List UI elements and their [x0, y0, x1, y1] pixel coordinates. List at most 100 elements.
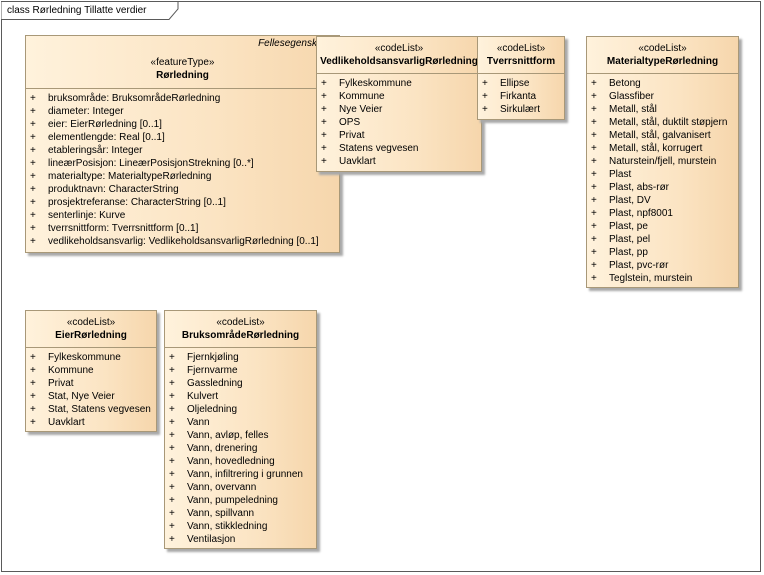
attribute-text: tverrsnittform: Tverrsnittform [0..1] [48, 223, 199, 234]
visibility-public-icon: + [169, 430, 175, 441]
visibility-public-icon: + [321, 156, 327, 167]
attribute-row: +Kommune [30, 364, 156, 377]
attribute-text: Kommune [339, 91, 385, 102]
visibility-public-icon: + [30, 223, 36, 234]
visibility-public-icon: + [169, 378, 175, 389]
attribute-row: +Statens vegvesen [321, 142, 481, 155]
frame-tab-shape [1, 1, 179, 20]
attribute-row: +elementlengde: Real [0..1] [30, 131, 339, 144]
attribute-text: Vann, infiltrering i grunnen [187, 469, 303, 480]
attribute-text: Ventilasjon [187, 534, 236, 545]
attribute-list: +bruksområde: BruksområdeRørledning+diam… [30, 92, 339, 248]
visibility-public-icon: + [169, 456, 175, 467]
class-stereotype: «codeList» [66, 317, 116, 328]
attribute-row: +Vann, overvann [169, 481, 316, 494]
attribute-row: +Plast, DV [591, 194, 738, 207]
attribute-row: + Gassledning [169, 377, 316, 390]
visibility-public-icon: + [30, 93, 36, 104]
class-name: VedlikeholdsansvarligRørledning [320, 56, 478, 67]
visibility-public-icon: + [591, 130, 597, 141]
visibility-public-icon: + [169, 482, 175, 493]
attribute-text: Plast, pvc-rør [609, 260, 669, 271]
attribute-list: +Betong+Glassfiber+Metall, stål+Metall, … [591, 77, 738, 285]
attribute-row: +Betong [591, 77, 738, 90]
attribute-text: Kulvert [187, 391, 219, 402]
attribute-text: Gassledning [187, 378, 243, 389]
attribute-text: Vann [187, 417, 210, 428]
visibility-public-icon: + [591, 273, 597, 284]
attribute-text: Ellipse [500, 78, 530, 89]
attribute-text: produktnavn: CharacterString [48, 184, 179, 195]
attribute-row: +Ventilasjon [169, 533, 316, 546]
attribute-row: +vedlikeholdsansvarlig: Vedlikeholdsansv… [30, 235, 339, 248]
class-stereotype: «codeList» [496, 43, 546, 54]
attribute-text: Privat [48, 378, 74, 389]
visibility-public-icon: + [591, 104, 597, 115]
visibility-public-icon: + [169, 404, 175, 415]
class-bruksomrade[interactable]: «codeList» BruksområdeRørledning +Fjernk… [164, 310, 317, 549]
attribute-row: +Plast [591, 168, 738, 181]
class-rorledning[interactable]: Fellesegenskaper «featureType» Rørlednin… [25, 35, 340, 253]
class-stereotype: «codeList» [216, 317, 265, 328]
class-eier[interactable]: «codeList» EierRørledning +Fylkeskommune… [25, 310, 157, 432]
attribute-text: Metall, stål, korrugert [609, 143, 703, 154]
visibility-public-icon: + [482, 78, 488, 89]
attribute-text: Firkanta [500, 91, 537, 102]
attribute-text: Plast [609, 169, 632, 180]
attribute-text: Vann, stikkledning [187, 521, 268, 532]
attribute-row: +Glassfiber [591, 90, 738, 103]
attribute-row: +Firkanta [482, 90, 564, 103]
attribute-row: + Vann [169, 416, 316, 429]
attribute-row: +Teglstein, murstein [591, 272, 738, 285]
visibility-public-icon: + [591, 78, 597, 89]
visibility-public-icon: + [30, 119, 36, 130]
attribute-text: Metall, stål, duktilt støpjern [609, 117, 728, 128]
attribute-row: +Metall, stål, galvanisert [591, 129, 738, 142]
attribute-row: +Nye Veier [321, 103, 481, 116]
attribute-text: Metall, stål [609, 104, 657, 115]
visibility-public-icon: + [169, 469, 175, 480]
attribute-row: +Vann, drenering [169, 442, 316, 455]
visibility-public-icon: + [169, 417, 175, 428]
class-vedlikeholdsansvarlig[interactable]: «codeList» VedlikeholdsansvarligRørledni… [316, 36, 482, 172]
attribute-text: diameter: Integer [48, 106, 124, 117]
visibility-public-icon: + [169, 352, 175, 363]
attribute-text: Plast, pp [609, 247, 648, 258]
attribute-text: Sirkulært [500, 104, 541, 115]
attribute-row: +Vann, pumpeledning [169, 494, 316, 507]
visibility-public-icon: + [321, 104, 327, 115]
attribute-text: Stat, Nye Veier [48, 391, 115, 402]
attribute-text: Plast, pe [609, 221, 648, 232]
visibility-public-icon: + [30, 197, 36, 208]
attribute-row: +Fylkeskommune [30, 351, 156, 364]
class-stereotype: «codeList» [638, 43, 687, 54]
attribute-row: +Fjernvarme [169, 364, 316, 377]
attribute-row: +Stat, Nye Veier [30, 390, 156, 403]
visibility-public-icon: + [30, 158, 36, 169]
visibility-public-icon: + [169, 521, 175, 532]
attribute-row: +eier: EierRørledning [0..1] [30, 118, 339, 131]
visibility-public-icon: + [321, 91, 327, 102]
visibility-public-icon: + [30, 236, 36, 247]
visibility-public-icon: + [591, 182, 597, 193]
attribute-row: +Privat [321, 129, 481, 142]
class-divider [478, 73, 564, 74]
visibility-public-icon: + [591, 91, 597, 102]
class-materialtype[interactable]: «codeList» MaterialtypeRørledning +Beton… [586, 36, 739, 288]
attribute-text: Uavklart [339, 156, 376, 167]
attribute-text: Naturstein/fjell, murstein [609, 156, 717, 167]
attribute-text: Fjernkjøling [187, 352, 239, 363]
visibility-public-icon: + [591, 117, 597, 128]
attribute-text: Plast, DV [609, 195, 651, 206]
frame-title-tab: class Rørledning Tillatte verdier [1, 1, 179, 20]
attribute-text: Kommune [48, 365, 94, 376]
class-tverrsnittform[interactable]: «codeList» Tverrsnittform +Ellipse+Firka… [477, 36, 565, 120]
attribute-row: +Stat, Statens vegvesen [30, 403, 156, 416]
class-tag: Fellesegenskaper [258, 38, 337, 49]
attribute-row: +Vann, avløp, felles [169, 429, 316, 442]
attribute-text: Uavklart [48, 417, 85, 428]
attribute-row: + Fjernkjøling [169, 351, 316, 364]
attribute-row: +Plast, pel [591, 233, 738, 246]
visibility-public-icon: + [591, 260, 597, 271]
attribute-list: +Fylkeskommune+Kommune+Nye Veier+OPS+Pri… [321, 77, 481, 168]
